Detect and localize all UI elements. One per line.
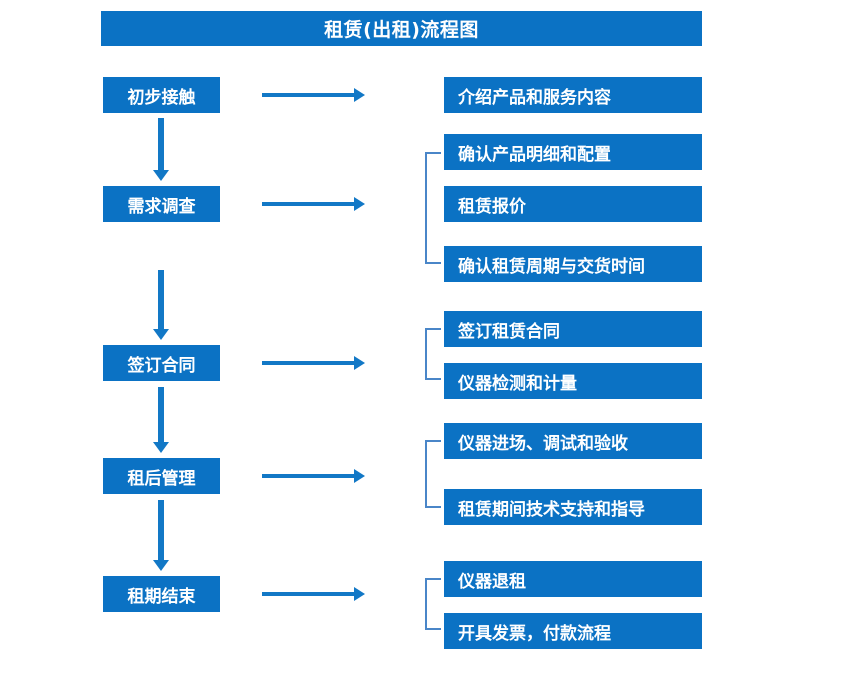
task-box-4-2[interactable]: 租赁期间技术支持和指导: [444, 489, 702, 525]
task-box-1-1[interactable]: 介绍产品和服务内容: [444, 77, 702, 113]
arrow-head: [153, 329, 169, 340]
stage-box-3[interactable]: 签订合同: [103, 345, 220, 381]
flow-arrow-stage-1-to-tasks: [262, 88, 365, 102]
arrow-shaft: [262, 474, 354, 478]
flow-arrow-stage-1-to-stage-2: [153, 118, 169, 181]
arrow-shaft: [262, 361, 354, 365]
group-bracket-stage-2: [425, 152, 441, 264]
arrow-head: [153, 170, 169, 181]
arrow-shaft: [158, 270, 164, 329]
task-box-5-1[interactable]: 仪器退租: [444, 561, 702, 597]
group-bracket-stage-3: [425, 328, 441, 380]
arrow-shaft: [158, 118, 164, 170]
arrow-head: [354, 356, 365, 370]
stage-box-5[interactable]: 租期结束: [103, 576, 220, 612]
task-box-4-1[interactable]: 仪器进场、调试和验收: [444, 423, 702, 459]
task-box-3-2[interactable]: 仪器检测和计量: [444, 363, 702, 399]
task-box-3-1[interactable]: 签订租赁合同: [444, 311, 702, 347]
stage-box-4[interactable]: 租后管理: [103, 458, 220, 494]
stage-box-2[interactable]: 需求调查: [103, 186, 220, 222]
arrow-head: [354, 587, 365, 601]
arrow-head: [354, 88, 365, 102]
diagram-title: 租赁(出租)流程图: [101, 11, 702, 46]
flow-arrow-stage-3-to-tasks: [262, 356, 365, 370]
arrow-head: [354, 469, 365, 483]
task-box-2-1[interactable]: 确认产品明细和配置: [444, 134, 702, 170]
flow-arrow-stage-2-to-stage-3: [153, 270, 169, 340]
group-bracket-stage-4: [425, 440, 441, 508]
stage-box-1[interactable]: 初步接触: [103, 77, 220, 113]
task-box-2-3[interactable]: 确认租赁周期与交货时间: [444, 246, 702, 282]
flow-arrow-stage-5-to-tasks: [262, 587, 365, 601]
flow-arrow-stage-4-to-tasks: [262, 469, 365, 483]
flow-arrow-stage-4-to-stage-5: [153, 500, 169, 571]
arrow-shaft: [158, 387, 164, 442]
arrow-shaft: [158, 500, 164, 560]
task-box-5-2[interactable]: 开具发票，付款流程: [444, 613, 702, 649]
arrow-shaft: [262, 592, 354, 596]
arrow-head: [153, 442, 169, 453]
arrow-shaft: [262, 93, 354, 97]
flow-arrow-stage-3-to-stage-4: [153, 387, 169, 453]
arrow-shaft: [262, 202, 354, 206]
task-box-2-2[interactable]: 租赁报价: [444, 186, 702, 222]
group-bracket-stage-5: [425, 578, 441, 630]
arrow-head: [153, 560, 169, 571]
flow-arrow-stage-2-to-tasks: [262, 197, 365, 211]
arrow-head: [354, 197, 365, 211]
